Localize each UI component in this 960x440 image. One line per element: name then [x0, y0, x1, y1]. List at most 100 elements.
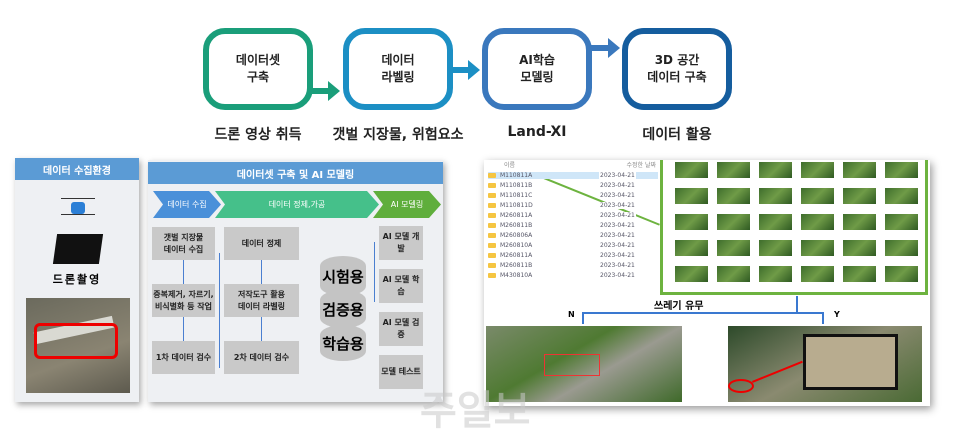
- image-thumbnail[interactable]: [843, 162, 876, 178]
- image-thumbnail[interactable]: [801, 162, 834, 178]
- image-thumbnail[interactable]: [843, 214, 876, 230]
- image-thumbnail[interactable]: [843, 188, 876, 204]
- connector-line: [183, 260, 184, 284]
- stage-label: 구축: [246, 70, 270, 84]
- file-list-header: 이름 수정한 날짜: [484, 160, 662, 170]
- image-thumbnail[interactable]: [675, 214, 708, 230]
- image-thumbnail[interactable]: [675, 240, 708, 256]
- image-thumbnail[interactable]: [717, 266, 750, 282]
- stage-caption: 데이터 활용: [642, 127, 712, 143]
- file-date: 2023-04-21: [599, 212, 636, 219]
- ai-step-develop: AI 모델 개발: [379, 226, 423, 260]
- camera-equipment-icon: [52, 234, 104, 264]
- file-list-item[interactable]: M260806A 2023-04-21: [488, 232, 658, 239]
- stage-label: 데이터셋: [235, 53, 281, 68]
- phase-ai-modeling: AI 모델링: [373, 191, 441, 218]
- folder-icon: [488, 203, 496, 208]
- folder-icon: [488, 243, 496, 248]
- image-thumbnail[interactable]: [759, 188, 792, 204]
- stage-caption: Land-XI: [507, 124, 567, 140]
- thumbnail-grid: [660, 160, 928, 295]
- folder-icon: [488, 173, 496, 178]
- image-thumbnail[interactable]: [759, 240, 792, 256]
- image-thumbnail[interactable]: [843, 266, 876, 282]
- drone-label: 드론촬영: [52, 273, 102, 286]
- highlight-box: [34, 323, 118, 359]
- dataset-validation: 검증용: [320, 290, 366, 328]
- column-date: 수정한 날짜: [626, 162, 656, 169]
- no-label: N: [568, 310, 575, 319]
- step-labeling: 저작도구 활용 데이터 라벨링: [224, 284, 299, 317]
- image-thumbnail[interactable]: [675, 188, 708, 204]
- image-thumbnail[interactable]: [885, 214, 918, 230]
- yes-label: Y: [834, 310, 840, 319]
- image-thumbnail[interactable]: [801, 214, 834, 230]
- stage-caption: 드론 영상 취득: [214, 127, 302, 143]
- branch-line: [582, 312, 822, 314]
- file-name: M110811C: [500, 192, 533, 199]
- image-thumbnail[interactable]: [885, 240, 918, 256]
- step-refine: 데이터 정제: [224, 227, 299, 260]
- image-thumbnail[interactable]: [717, 188, 750, 204]
- image-thumbnail[interactable]: [759, 214, 792, 230]
- image-thumbnail[interactable]: [885, 266, 918, 282]
- no-trash-photo: [486, 326, 682, 402]
- step-second-inspection: 2차 데이터 검수: [224, 341, 299, 374]
- image-thumbnail[interactable]: [675, 162, 708, 178]
- stage-label: 모델링: [520, 70, 554, 84]
- file-name: M260806A: [500, 232, 533, 239]
- image-thumbnail[interactable]: [801, 266, 834, 282]
- image-thumbnail[interactable]: [717, 162, 750, 178]
- step-first-inspection: 1차 데이터 검수: [152, 341, 215, 374]
- arrow-icon: [588, 38, 620, 58]
- image-thumbnail[interactable]: [717, 214, 750, 230]
- image-thumbnail[interactable]: [843, 240, 876, 256]
- image-thumbnail[interactable]: [759, 266, 792, 282]
- arrow-icon: [448, 60, 480, 80]
- dataset-modeling-panel: 데이터셋 구축 및 AI 모델링 데이터 수집 데이터 정제,가공 AI 모델링…: [148, 160, 443, 402]
- pointer-line: [752, 360, 803, 383]
- file-date: 2023-04-21: [599, 182, 636, 189]
- image-thumbnail[interactable]: [801, 188, 834, 204]
- image-thumbnail[interactable]: [675, 266, 708, 282]
- file-name: M110811B: [500, 182, 533, 189]
- drone-icon: [61, 194, 95, 222]
- image-thumbnail[interactable]: [885, 162, 918, 178]
- column-name: 이름: [504, 162, 516, 169]
- image-thumbnail[interactable]: [801, 240, 834, 256]
- stage-caption: 갯벌 지장물, 위험요소: [332, 127, 464, 143]
- image-thumbnail[interactable]: [717, 240, 750, 256]
- branch-line: [582, 312, 584, 324]
- file-date: 2023-04-21: [599, 242, 636, 249]
- branch-line: [822, 312, 824, 324]
- connector-line: [261, 260, 262, 284]
- file-date: 2023-04-21: [599, 202, 636, 209]
- connector-line: [261, 317, 262, 341]
- file-date: 2023-04-21: [599, 262, 636, 269]
- panel-title: 데이터셋 구축 및 AI 모델링: [148, 162, 443, 184]
- ai-step-train: AI 모델 학습: [379, 269, 423, 303]
- file-list-item[interactable]: M110811B 2023-04-21: [488, 182, 658, 189]
- folder-icon: [488, 193, 496, 198]
- file-name: M260811B: [500, 222, 533, 229]
- dataset-test: 시험용: [320, 256, 366, 296]
- image-thumbnail[interactable]: [759, 162, 792, 178]
- image-thumbnail[interactable]: [885, 188, 918, 204]
- file-date: 2023-04-21: [599, 232, 636, 239]
- connector-line: [219, 253, 220, 368]
- ai-step-validate: AI 모델 검증: [379, 312, 423, 346]
- dataset-train: 학습용: [320, 325, 366, 361]
- arrow-icon: [308, 81, 340, 101]
- file-name: M110811A: [500, 172, 533, 179]
